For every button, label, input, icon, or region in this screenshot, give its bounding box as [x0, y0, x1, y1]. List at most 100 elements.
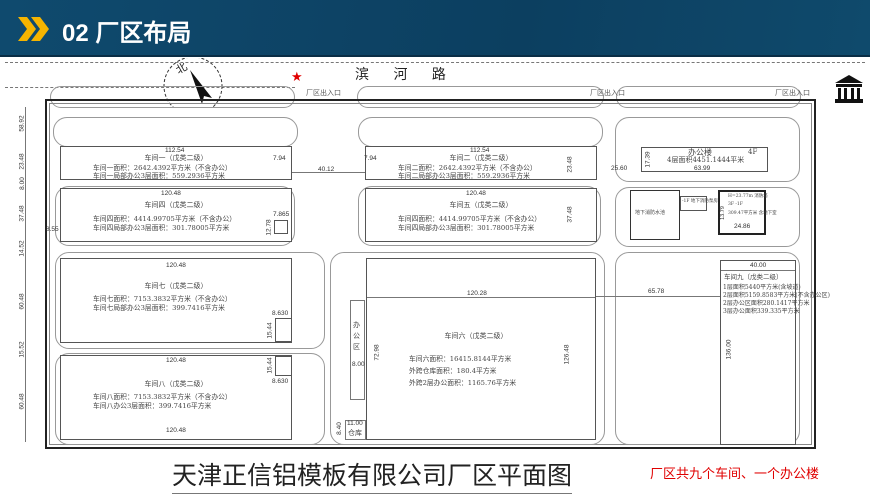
- workshop-detail: 车间二局部办公3层面积：559.2936平方米: [398, 172, 530, 180]
- dim-office-height: 15.44: [266, 322, 274, 339]
- fire-pool-label: 地下消防水池: [635, 210, 666, 216]
- dim-offset: 25.60: [611, 165, 628, 172]
- workshop-detail: 车间七局部办公3层面积：399.7416平方米: [93, 304, 225, 312]
- workshop-9: 40.00 车间九（戊类二级） 1层面积5440平方米(含坡道) 2层面积515…: [720, 260, 830, 445]
- warehouse-label: 仓库: [348, 429, 362, 437]
- workshop-detail: 车间八面积：7153.3832平方米（不含办公）: [93, 393, 232, 401]
- workshop-name: 车间四（戊类二级）: [144, 201, 208, 209]
- fire-pool: 地下消防水池: [630, 190, 680, 240]
- tower-label: 309.47平方米 含地下室: [728, 211, 777, 216]
- workshop-detail: 车间一局部办公3层面积：559.2936平方米: [93, 172, 225, 180]
- dim-tower-height: 13.79: [719, 206, 726, 220]
- dim-width: 120.48: [466, 190, 486, 197]
- workshop-detail: 外跨仓库面积：180.4平方米: [409, 367, 497, 375]
- star-marker-icon: ★: [291, 70, 303, 85]
- dim-width: 120.48: [166, 262, 186, 269]
- dim-office: 7.865: [273, 211, 290, 218]
- workshop-6: 120.28 72.98 车间六（戊类二级） 车间六面积：16415.8144平…: [366, 258, 596, 440]
- road-loop: [357, 86, 604, 108]
- site-boundary: [45, 99, 816, 449]
- workshop-detail: 车间二面积：2642.4392平方米（不含办公）: [398, 164, 537, 172]
- workshop-name: 车间六（戊类二级）: [444, 332, 508, 340]
- dim-office-width: 8.00: [352, 361, 365, 368]
- tower-label: H=23.77m 消防塔: [728, 194, 768, 199]
- page-title: 02 厂区布局: [62, 20, 192, 47]
- workshop-5: 120.48 车间五（戊类二级） 车间四面积：4414.99705平方米（不含办…: [365, 188, 597, 242]
- green-zone: [55, 353, 325, 445]
- summary-note: 厂区共九个车间、一个办公楼: [650, 466, 820, 481]
- warehouse: [345, 420, 366, 440]
- workshop-name: 车间一（戊类二级）: [144, 154, 208, 162]
- office-building: 17.39 办公楼 4F 4层面积4451.1444平米 63.99: [641, 147, 768, 172]
- workshop-name: 车间七（戊类二级）: [144, 282, 208, 290]
- road-edge: [5, 87, 295, 88]
- dim-line-left: [25, 107, 26, 442]
- pump-room-label: -1F 地下消防泵房: [682, 199, 718, 204]
- plan-caption: 天津正信铝模板有限公司厂区平面图: [172, 456, 573, 494]
- dim-office: 7.94: [273, 155, 286, 162]
- workshop-detail: 车间四面积：4414.99705平方米（不含办公）: [93, 215, 237, 223]
- dim-width: 120.48: [166, 427, 186, 434]
- office-annex: [350, 300, 365, 400]
- workshop-name: 车间五（戊类二级）: [449, 201, 513, 209]
- green-zone: [358, 186, 601, 246]
- dim-line: [721, 270, 795, 271]
- workshop-detail: 车间四局部办公3层面积：301.78005平方米: [93, 224, 230, 232]
- road-loop: [616, 86, 801, 108]
- green-zone: [615, 117, 800, 182]
- dim-office: 7.94: [364, 155, 377, 162]
- workshop-detail: 外跨2层办公面积：1165.76平方米: [409, 379, 517, 387]
- dim-height: 37.48: [566, 206, 574, 223]
- dim-left: 23.48: [18, 153, 26, 170]
- dim-left-margin: 8.55: [46, 226, 59, 233]
- gate-label: 厂区出入口: [590, 89, 625, 97]
- dim-warehouse: 11.00: [347, 420, 363, 427]
- workshop-detail: 车间四局部办公3层面积：301.78005平方米: [398, 224, 535, 232]
- bank-building-icon: [835, 75, 863, 103]
- office-name: 办公楼: [688, 148, 712, 157]
- workshop-name: 车间八（戊类二级）: [144, 380, 208, 388]
- dim-height: 23.48: [566, 156, 574, 173]
- road-loop: [50, 86, 295, 108]
- green-zone: [53, 117, 298, 147]
- office-annex-label: 办公区: [353, 321, 360, 352]
- dim-width: 40.00: [750, 262, 767, 269]
- gate-label: 厂区出入口: [306, 89, 341, 97]
- dim-office-height: 15.44: [266, 357, 274, 374]
- green-zone: [55, 252, 325, 349]
- dim-height: 17.39: [644, 151, 652, 168]
- green-zone: [615, 252, 800, 445]
- fire-tower: 13.79 H=23.77m 消防塔 3F -1F 309.47平方米 含地下室…: [718, 190, 777, 235]
- dim-width: 112.54: [470, 147, 490, 154]
- dim-width: 120.48: [161, 190, 181, 197]
- dim-warehouse-height: 8.40: [335, 422, 343, 435]
- office-block: [275, 318, 292, 342]
- road-name: 滨 河 路: [355, 67, 456, 83]
- workshop-detail: 车间八办公3层面积：399.7416平方米: [93, 402, 212, 410]
- green-zone: [55, 186, 295, 246]
- dim-line: [367, 297, 595, 298]
- double-chevron-icon: [18, 17, 49, 41]
- office-floors: 4F: [748, 148, 758, 156]
- workshop-detail: 车间四面积：4414.99705平方米（不含办公）: [398, 215, 542, 223]
- dim-height: 72.98: [373, 344, 381, 361]
- dim-left: 37.48: [18, 205, 26, 222]
- office-area: 4层面积4451.1444平米: [667, 156, 745, 164]
- workshop-detail: 车间六面积：16415.8144平方米: [409, 355, 512, 363]
- dim-left: 14.52: [18, 240, 26, 257]
- workshop-name: 车间九（戊类二级）: [724, 273, 783, 281]
- pump-room: -1F 地下消防泵房: [680, 196, 718, 211]
- green-zone: [615, 187, 800, 247]
- dim-width: 120.28: [467, 290, 487, 297]
- dim-height: 126.48: [563, 344, 571, 365]
- dim-left: 60.48: [18, 293, 26, 310]
- workshop-detail: 2层办公区面积280.1417平方米: [723, 300, 810, 307]
- workshop-1: 112.54 车间一（戊类二级） 车间一面积：2642.4392平方米（不含办公…: [60, 146, 292, 180]
- dim-office-height: 12.78: [265, 219, 273, 236]
- slide-header: 02 厂区布局: [0, 0, 870, 57]
- workshop-7: 120.48 车间七（戊类二级） 车间七面积：7153.3832平方米（不含办公…: [60, 258, 292, 343]
- workshop-detail: 车间七面积：7153.3832平方米（不含办公）: [93, 295, 232, 303]
- workshop-name: 车间二（戊类二级）: [449, 154, 513, 162]
- tower-label: 3F -1F: [728, 202, 743, 207]
- dim-left: 15.52: [18, 341, 26, 358]
